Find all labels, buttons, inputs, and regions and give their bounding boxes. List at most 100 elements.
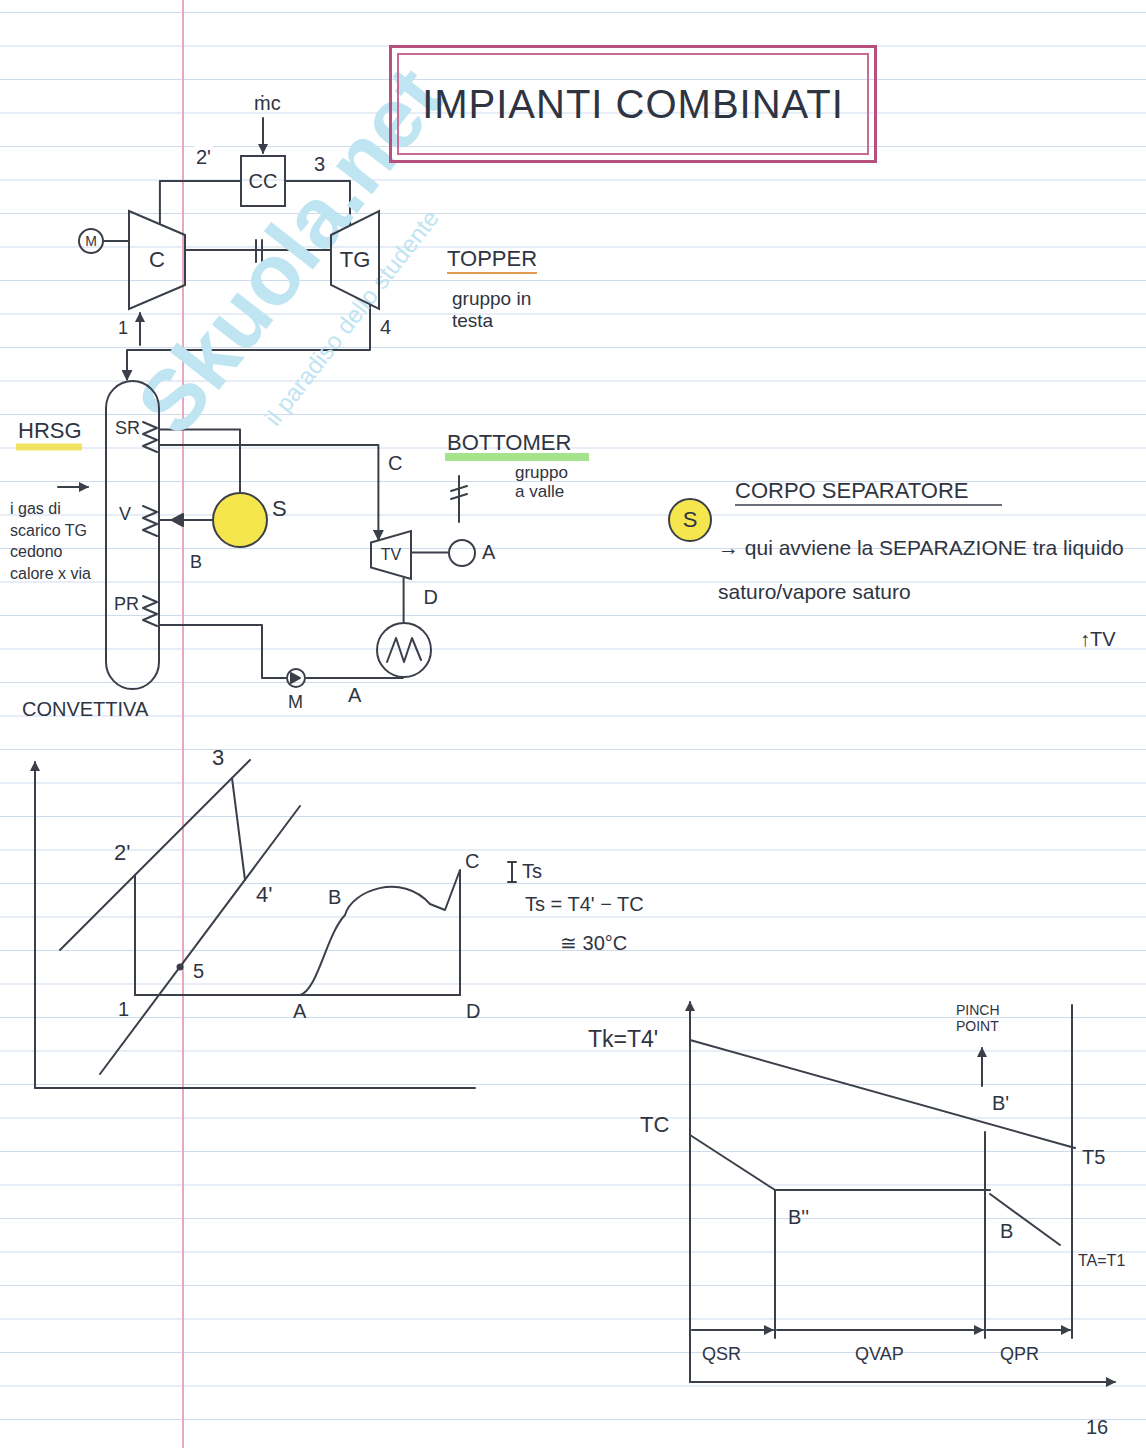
section-heading: TOPPER [447,246,537,271]
edge-label: C [386,452,404,475]
node-label: PR [114,594,139,615]
callout-text: PINCH POINT [956,1002,1016,1034]
node-label: S [683,507,698,532]
water-line [990,1194,1060,1245]
axis [690,1381,1115,1383]
outline-shape [449,540,475,566]
state-number: 1 [118,998,129,1021]
state-number: 1 [118,318,128,339]
axis [689,1002,691,1382]
outline-shape [371,531,411,579]
compressor-symbol: C [128,210,186,310]
node-label: M [288,692,303,713]
pipe-connector [412,552,448,554]
note-text: gruppo in testa [452,288,548,332]
pipe-connector [160,445,378,540]
pipe-connector [160,519,212,522]
state-letter: D [466,1000,480,1023]
node-outline [448,539,476,567]
guide-line [1071,1005,1073,1338]
isobar [60,760,250,950]
node-outline [212,492,268,548]
pipe-connector [160,181,240,224]
pipe-connector [403,578,405,623]
pipe-connector [306,677,404,679]
heat-label: QPR [1000,1344,1039,1365]
gas-arrow [58,486,88,488]
axis [35,1087,475,1089]
title-text: IMPIANTI COMBINATI [422,82,844,127]
pipe-connector [104,240,128,242]
node-label: TG [340,247,371,272]
valve-symbol [451,494,467,499]
state-letter: C [465,850,479,873]
node-label: M [85,233,97,249]
node-outline [376,622,432,678]
outline-shape [287,669,305,687]
coil-symbol [143,422,157,452]
guide-line [984,1132,986,1338]
node-label: V [119,504,131,525]
pipe-connector [160,625,286,678]
compression-line [134,875,136,995]
note-text: ↑TV [1080,628,1116,651]
outline-shape [331,211,379,309]
outline-shape [129,211,185,309]
inlet-arrow [139,313,141,345]
bracket [508,862,516,882]
base-line [135,994,460,996]
node-label: C [149,247,165,272]
heat-label: QVAP [855,1344,904,1365]
motor-symbol: M [78,228,104,254]
axis-value: TC [640,1112,669,1137]
axis [34,762,36,1088]
node-label: S [272,496,287,521]
gas-line [690,1040,1075,1148]
page-number: 16 [1086,1416,1108,1439]
node-label: TV [381,546,401,564]
point-label: B [1000,1220,1013,1243]
formula: Ts = T4' − TC [525,893,644,916]
highlight [16,444,82,451]
dimension-line [987,1329,1070,1331]
section-heading: BOTTOMER [447,430,571,455]
guide-line [774,1190,776,1338]
margin-line [182,0,184,1448]
state-number: 4' [256,882,272,907]
state-letter: A [293,1000,306,1023]
steam-line [690,1135,990,1190]
outline-shape [241,156,285,206]
condenser-coil [387,638,421,662]
state-point [178,965,183,970]
formula: ≅ 30°C [560,932,627,955]
edge-label: 2' [194,146,213,169]
state-letter: B [190,552,202,573]
dimension-line [692,1329,773,1331]
valve-symbol [451,486,467,491]
state-number: 3 [212,745,224,770]
flow-label: ṁc [254,92,281,115]
edge-label: 3 [312,153,327,176]
expansion-line [232,778,245,880]
pinch-arrow [981,1048,983,1086]
separator-drum: S [212,492,268,548]
note-text: → qui avviene la SEPARAZIONE tra liquido… [718,526,1128,614]
heat-label: QSR [702,1344,741,1365]
node-label: CC [249,170,278,193]
node-label: SR [115,418,140,439]
saturation-dome [300,870,460,995]
node-label: D [424,586,438,609]
underline [447,272,537,274]
coil-symbol [143,506,157,536]
state-number: 2' [114,840,130,865]
combustion-chamber: CC [240,155,286,207]
fuel-arrow [262,118,264,153]
note-text: CONVETTIVA [22,698,148,721]
gas-turbine-symbol: TG [330,210,380,310]
outline-shape [106,381,159,689]
valve-symbol [458,476,460,522]
outline-shape [79,229,103,253]
